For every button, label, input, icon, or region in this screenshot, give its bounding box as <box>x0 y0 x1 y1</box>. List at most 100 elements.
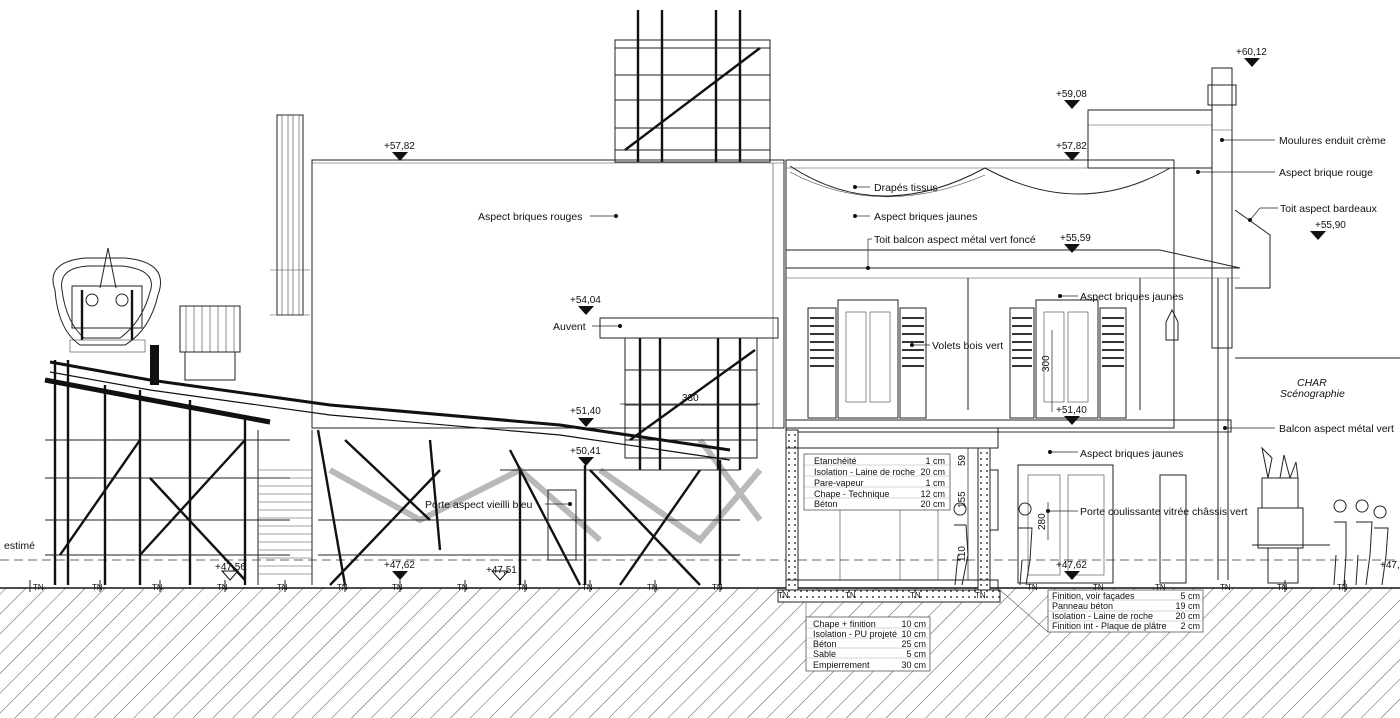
wall-layer-name: Isolation - Laine de roche <box>1052 611 1153 621</box>
dimension-59: 59 <box>957 454 968 466</box>
auvent-slab <box>599 317 779 339</box>
tn-label: TN <box>1220 583 1231 592</box>
floor-layers-table: Chape + finition 10 cm Isolation - PU pr… <box>805 602 931 672</box>
floor-layer-name: Sable <box>813 649 836 659</box>
level-marker: +47, <box>1380 560 1400 571</box>
level-marker: +60,12 <box>1236 47 1267 58</box>
dimension-300: 300 <box>1041 355 1052 372</box>
tn-label: TN <box>975 591 986 600</box>
level-marker: +47,56 <box>215 562 246 573</box>
sliding-door <box>1017 464 1187 584</box>
label-yellow-bricks-mid: Aspect briques jaunes <box>1080 291 1183 303</box>
roof-layer-name: Béton <box>814 499 838 509</box>
label-metal-balcony: Balcon aspect métal vert <box>1279 423 1394 435</box>
tn-label: TN <box>778 591 789 600</box>
ground-floor-section <box>777 427 1001 603</box>
label-shutters: Volets bois vert <box>932 340 1003 352</box>
level-marker: +55,90 <box>1315 220 1346 231</box>
wall-layer-value: 20 cm <box>1175 611 1200 621</box>
level-marker: +47,62 <box>1056 560 1087 571</box>
dimension-330: 330 <box>682 393 699 404</box>
tn-label: TN <box>1155 583 1166 592</box>
wall-layer-value: 5 cm <box>1180 591 1200 601</box>
char-objects <box>1257 446 1304 584</box>
roof-layer-name: Etanchéité <box>814 456 857 466</box>
shutter-slats <box>810 317 1124 367</box>
floor-layer-value: 10 cm <box>901 619 926 629</box>
brick-wall-panel <box>311 159 785 429</box>
label-estime: estimé <box>4 540 35 552</box>
floor-layer-value: 25 cm <box>901 639 926 649</box>
left-scaffold <box>45 360 740 586</box>
tn-label: TN <box>517 583 528 592</box>
sloped-track <box>44 360 731 461</box>
ghost-structure <box>328 438 763 545</box>
tn-label: TN <box>1277 583 1288 592</box>
floor-layer-name: Chape + finition <box>813 619 876 629</box>
tn-label: TN <box>33 583 44 592</box>
level-marker: +54,04 <box>570 295 601 306</box>
label-shingle-roof: Toit aspect bardeaux <box>1280 203 1378 215</box>
left-lattice-tower <box>270 114 310 316</box>
level-marker: +57,82 <box>1056 141 1087 152</box>
blue-door <box>547 489 577 561</box>
level-marker: +51,40 <box>570 406 601 417</box>
dimension-110: 110 <box>957 546 968 562</box>
level-marker: +47,51 <box>486 565 517 576</box>
dimension-155: 155 <box>957 491 968 508</box>
roof-layer-value: 1 cm <box>925 456 945 466</box>
label-blue-door: Porte aspect vieilli bleu <box>425 499 533 511</box>
roof-layer-value: 20 cm <box>920 467 945 477</box>
label-yellow-bricks-low: Aspect briques jaunes <box>1080 448 1183 460</box>
floor-layer-value: 10 cm <box>901 629 926 639</box>
wall-layer-value: 19 cm <box>1175 601 1200 611</box>
label-char-subtitle: Scénographie <box>1280 388 1345 400</box>
roof-layers-table: Etanchéité 1 cm Isolation - Laine de roc… <box>803 453 951 511</box>
tn-label: TN <box>1337 583 1348 592</box>
tn-label: TN <box>392 583 403 592</box>
level-triangles-open <box>220 570 510 581</box>
label-drapes: Drapés tissus <box>874 182 938 194</box>
roof-layer-name: Isolation - Laine de roche <box>814 467 915 477</box>
tn-markers <box>29 580 1346 592</box>
tn-label: TN <box>647 583 658 592</box>
leader-dots <box>568 138 1252 513</box>
level-marker: +47,62 <box>384 560 415 571</box>
tn-label: TN <box>457 583 468 592</box>
label-moldings: Moulures enduit crème <box>1279 135 1386 147</box>
dimension-lines <box>620 330 1053 580</box>
level-marker: +59,08 <box>1056 89 1087 100</box>
vent-unit <box>150 305 241 385</box>
label-auvent: Auvent <box>553 321 586 333</box>
floor-layer-name: Béton <box>813 639 837 649</box>
tn-label: TN <box>845 591 856 600</box>
label-balcony-roof: Toit balcon aspect métal vert foncé <box>874 234 1036 246</box>
roof-layer-value: 1 cm <box>925 478 945 488</box>
tn-label: TN <box>152 583 163 592</box>
roof-layer-value: 20 cm <box>920 499 945 509</box>
tn-label: TN <box>277 583 288 592</box>
wall-layer-name: Finition int - Plaque de plâtre <box>1052 621 1167 631</box>
dimension-280: 280 <box>1037 513 1048 530</box>
tn-label: TN <box>712 583 723 592</box>
ride-vehicle <box>52 247 162 353</box>
floor-layer-name: Empierrement <box>813 660 870 670</box>
human-figures <box>953 499 1389 586</box>
roof-layer-value: 12 cm <box>920 489 945 499</box>
roof-layer-name: Chape - Technique <box>814 489 889 499</box>
level-marker: +55,59 <box>1060 233 1091 244</box>
tn-label: TN <box>910 591 921 600</box>
level-marker: +57,82 <box>384 141 415 152</box>
level-marker: +50,41 <box>570 446 601 457</box>
label-red-brick: Aspect brique rouge <box>1279 167 1373 179</box>
roof-layer-name: Pare-vapeur <box>814 478 864 488</box>
wall-layer-value: 2 cm <box>1180 621 1200 631</box>
tn-label: TN <box>1027 583 1038 592</box>
tn-label: TN <box>582 583 593 592</box>
level-triangles <box>392 58 1326 580</box>
tn-label: TN <box>1093 583 1104 592</box>
level-marker: +51,40 <box>1056 405 1087 416</box>
tn-label: TN <box>217 583 228 592</box>
tn-label: TN <box>337 583 348 592</box>
floor-layer-name: Isolation - PU projeté <box>813 629 897 639</box>
